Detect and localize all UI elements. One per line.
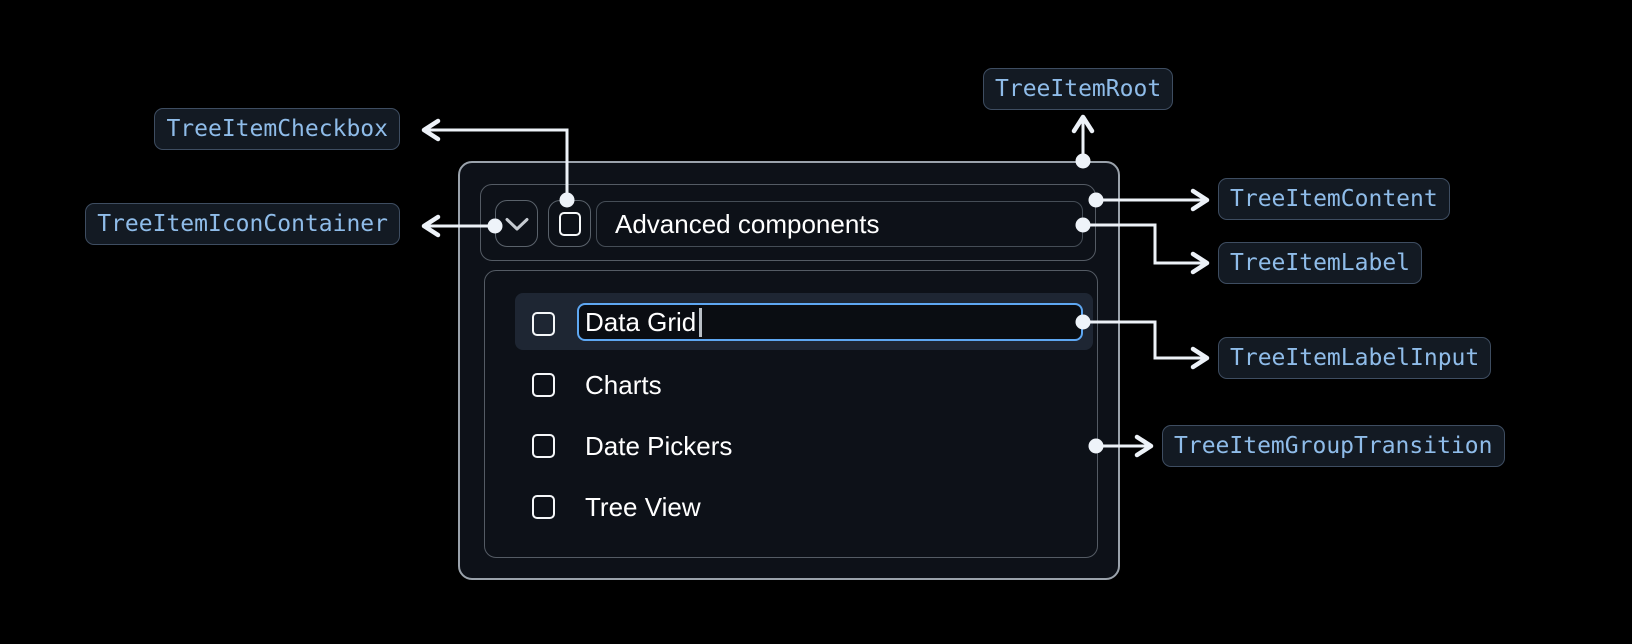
tree-item-label[interactable]: Charts bbox=[585, 370, 662, 400]
arrowhead-left-icon bbox=[421, 118, 441, 142]
label-input-value: Data Grid bbox=[585, 306, 697, 337]
tree-item-group-transition bbox=[484, 270, 1098, 558]
checkbox-unchecked-icon[interactable] bbox=[532, 312, 555, 336]
tree-item-label[interactable]: Date Pickers bbox=[585, 431, 733, 461]
tree-item-icon-container[interactable] bbox=[495, 200, 538, 247]
tree-item-checkbox[interactable] bbox=[548, 200, 591, 247]
callout-tree-item-icon-container: TreeItemIconContainer bbox=[85, 203, 400, 245]
tree-item-root bbox=[458, 161, 1120, 580]
arrowhead-up-icon bbox=[1071, 114, 1095, 134]
parent-item-label: Advanced components bbox=[615, 208, 880, 239]
checkbox-unchecked-icon[interactable] bbox=[532, 434, 555, 458]
callout-tree-item-label-input: TreeItemLabelInput bbox=[1218, 337, 1492, 379]
arrowhead-right-icon bbox=[1190, 188, 1210, 212]
callout-tree-item-content: TreeItemContent bbox=[1218, 178, 1450, 220]
tree-item-label-input[interactable]: Data Grid bbox=[577, 303, 1083, 341]
checkbox-unchecked-icon[interactable] bbox=[532, 373, 555, 397]
callout-tree-item-root: TreeItemRoot bbox=[983, 68, 1174, 110]
arrowhead-right-icon bbox=[1134, 434, 1154, 458]
callout-tree-item-group-transition: TreeItemGroupTransition bbox=[1162, 425, 1505, 467]
arrowhead-right-icon bbox=[1190, 251, 1210, 275]
arrowhead-right-icon bbox=[1190, 346, 1210, 370]
checkbox-unchecked-icon bbox=[558, 211, 581, 236]
arrowhead-left-icon bbox=[421, 214, 441, 238]
tree-item-label: Advanced components bbox=[596, 201, 1083, 247]
checkbox-unchecked-icon[interactable] bbox=[532, 495, 555, 519]
tree-item-content[interactable] bbox=[480, 184, 1096, 261]
callout-tree-item-checkbox: TreeItemCheckbox bbox=[154, 108, 400, 150]
callout-tree-item-label: TreeItemLabel bbox=[1218, 242, 1423, 284]
chevron-down-icon bbox=[505, 217, 528, 230]
text-cursor bbox=[699, 307, 702, 337]
tree-item-label[interactable]: Tree View bbox=[585, 492, 701, 522]
